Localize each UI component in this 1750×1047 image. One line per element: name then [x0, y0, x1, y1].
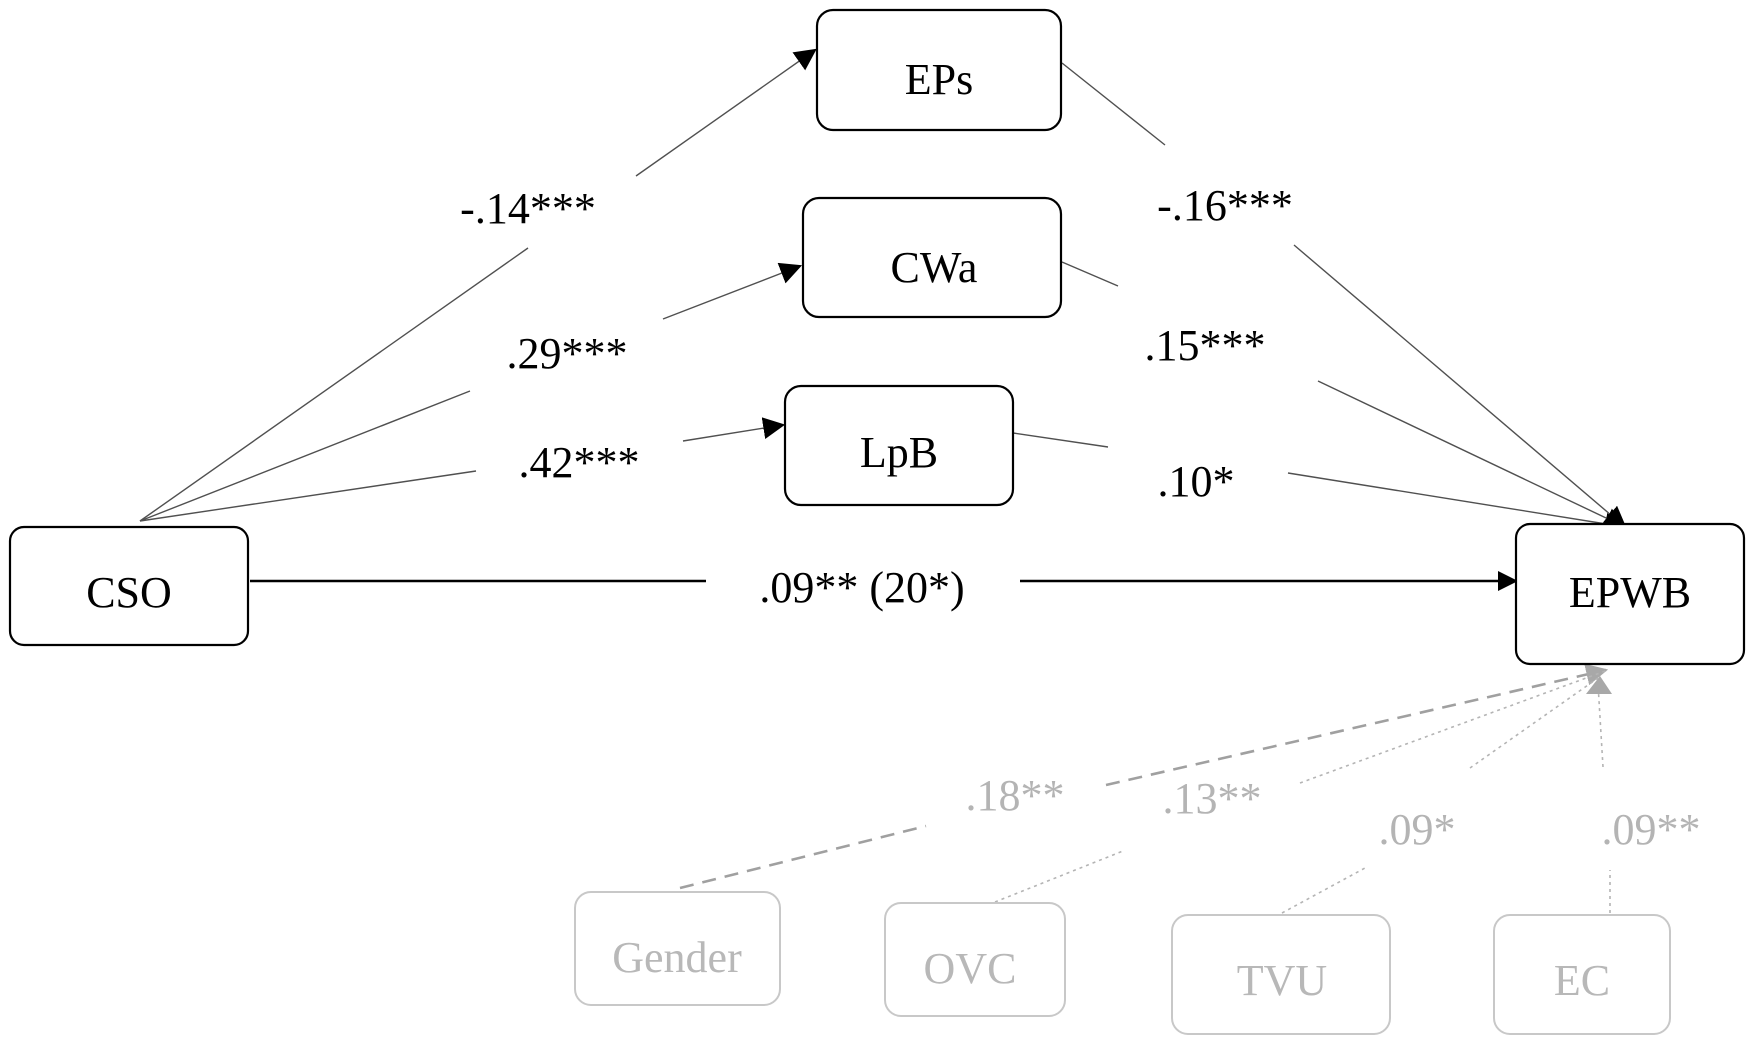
node-cso: CSO [8, 525, 250, 647]
control-gender: Gender [574, 891, 781, 1006]
node-eps-label: EPs [905, 55, 973, 104]
path-cwa-epwb [1061, 261, 1627, 529]
coef-cso-eps: -.14*** [460, 184, 596, 233]
node-cso-label: CSO [86, 568, 172, 617]
control-ovc-label: OVC [924, 944, 1017, 993]
path-ovc-epwb [994, 669, 1609, 903]
coef-ec-epwb: .09** [1602, 805, 1701, 854]
node-cwa: CWa [801, 196, 1063, 319]
control-ec: EC [1493, 914, 1671, 1035]
control-tvu: TVU [1171, 914, 1391, 1035]
node-epwb: EPWB [1514, 522, 1746, 666]
node-epwb-label: EPWB [1569, 568, 1691, 617]
node-eps: EPs [815, 8, 1063, 132]
path-cso-eps [139, 48, 817, 522]
coef-cso-epwb: .09** (20*) [759, 563, 964, 612]
coef-cwa-epwb: .15*** [1145, 321, 1266, 370]
coef-eps-epwb: -.16*** [1157, 181, 1293, 230]
path-cso-cwa [139, 262, 803, 522]
coef-cso-cwa: .29*** [507, 329, 628, 378]
path-gender-epwb [679, 663, 1609, 890]
coef-tvu-epwb: .09* [1379, 805, 1456, 854]
node-lpb: LpB [783, 384, 1015, 507]
path-tvu-epwb [1281, 677, 1599, 914]
path-lpb-epwb [1012, 432, 1628, 535]
control-ovc: OVC [884, 902, 1066, 1017]
coef-cso-lpb: .42*** [519, 438, 640, 487]
coef-gender-epwb: .18** [966, 771, 1065, 820]
node-cwa-label: CWa [891, 243, 978, 292]
node-lpb-label: LpB [860, 428, 938, 477]
coef-lpb-epwb: .10* [1158, 457, 1235, 506]
control-gender-label: Gender [612, 933, 742, 982]
control-ec-label: EC [1554, 956, 1610, 1005]
path-ec-epwb [1586, 676, 1612, 913]
coef-ovc-epwb: .13** [1163, 774, 1262, 823]
path-cso-lpb [139, 417, 786, 522]
control-tvu-label: TVU [1237, 956, 1327, 1005]
path-eps-epwb [1061, 62, 1627, 529]
